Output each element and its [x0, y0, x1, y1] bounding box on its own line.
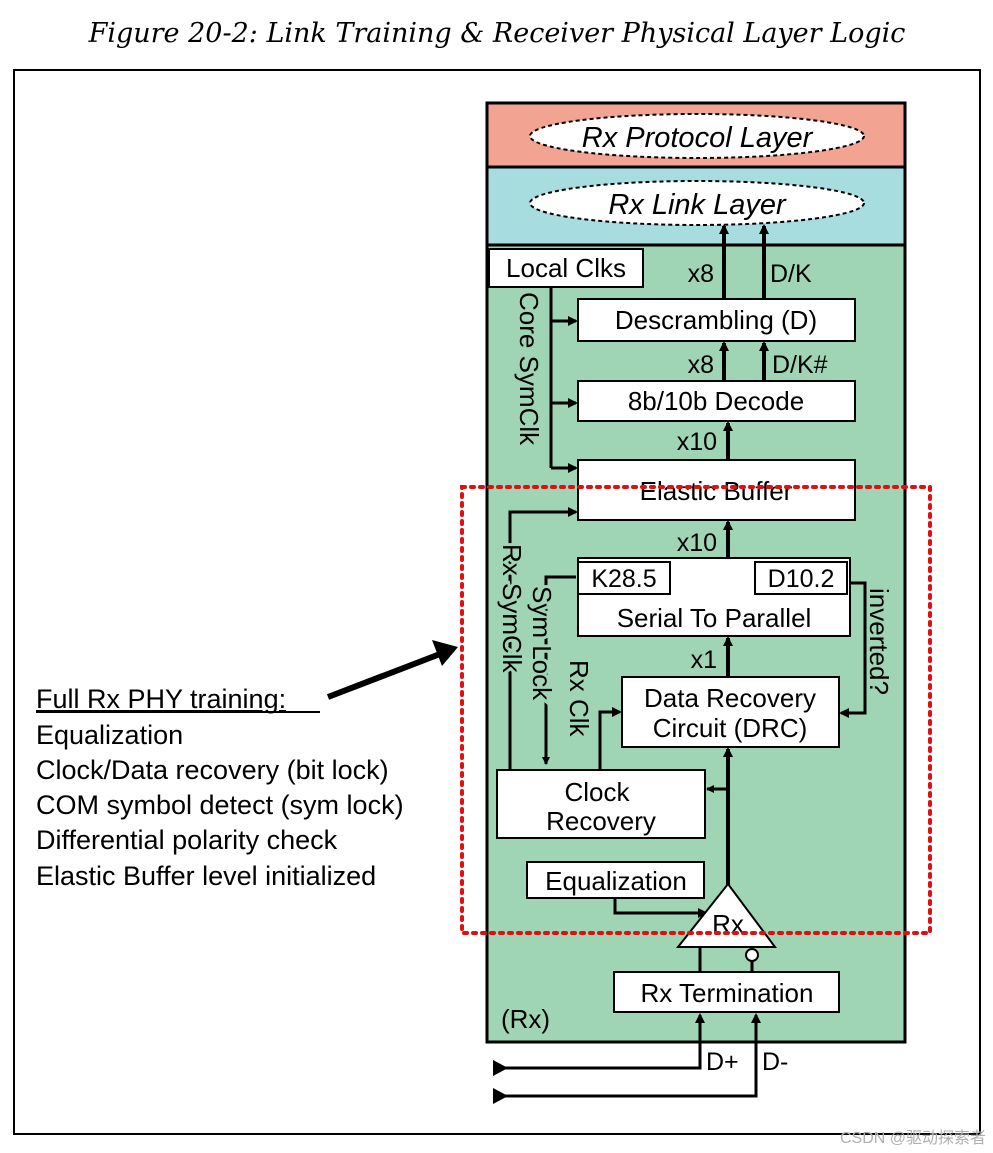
d-minus-label: D-	[762, 1048, 788, 1076]
clock-recovery-label-line2: Recovery	[546, 806, 656, 836]
training-item: COM symbol detect (sym lock)	[36, 790, 404, 820]
x10-a-label: x10	[677, 428, 717, 456]
clock-recovery-box	[496, 769, 706, 839]
drc-label-line1: Data Recovery	[644, 683, 816, 713]
inverted-feedback-line	[839, 581, 867, 718]
watermark: CSDN @驱动探索者	[840, 1129, 986, 1147]
training-pointer-line	[326, 651, 442, 700]
rx-protocol-layer-label: Rx Protocol Layer	[582, 122, 814, 154]
training-pointer-arrowhead	[432, 640, 458, 666]
d102-label: D10.2	[768, 565, 835, 593]
training-boundary	[460, 485, 932, 935]
elastic-buffer-label: Elastic Buffer	[640, 476, 793, 506]
serial-to-parallel-label: Serial To Parallel	[617, 603, 812, 633]
x1-label: x1	[691, 646, 717, 674]
equalization-label: Equalization	[545, 866, 687, 896]
rx-link-layer-label: Rx Link Layer	[608, 189, 787, 221]
sym-lock-line	[542, 575, 576, 765]
equalization-box	[526, 861, 705, 899]
clock-recovery-label-line1: Clock	[564, 777, 630, 807]
local-clks-box	[488, 248, 644, 288]
x8-mid-label: x8	[688, 351, 714, 379]
rx-corner-label: (Rx)	[501, 1004, 550, 1034]
training-item: Elastic Buffer level initialized	[36, 861, 376, 891]
rx-phy-region	[485, 243, 907, 1044]
drc-box	[621, 676, 840, 748]
rx-amplifier-triangle	[675, 882, 777, 948]
rx-termination-box	[613, 971, 840, 1013]
rx-symclk-label: Rx SymClk	[497, 544, 527, 674]
rx-symclk-line	[508, 507, 578, 770]
inverted-label: inverted?	[864, 588, 894, 695]
d102-box	[754, 561, 848, 595]
descrambling-label: Descrambling (D)	[615, 305, 817, 335]
dk-hash-label: D/K#	[772, 351, 828, 379]
training-item: Clock/Data recovery (bit lock)	[36, 755, 389, 785]
x8-top-label: x8	[688, 260, 714, 288]
decode-box	[577, 380, 856, 422]
inverting-input-bubble	[745, 948, 759, 962]
figure-title: Figure 20-2: Link Training & Receiver Ph…	[88, 18, 906, 49]
rx-termination-label: Rx Termination	[641, 978, 814, 1008]
descrambling-box	[577, 298, 856, 342]
d-plus-label: D+	[706, 1048, 739, 1076]
core-symclk-label: Core SymClk	[514, 292, 544, 446]
d-plus-line	[493, 1013, 705, 1070]
training-item: Differential polarity check	[36, 825, 338, 855]
decode-label: 8b/10b Decode	[628, 386, 804, 416]
x10-b-label: x10	[677, 529, 717, 557]
rx-protocol-layer-ellipse	[529, 113, 865, 159]
d-minus-line	[493, 1013, 761, 1098]
rx-link-layer-ellipse	[529, 180, 865, 226]
local-clks-label: Local Clks	[506, 253, 626, 283]
equalization-to-rx-arrow	[613, 898, 708, 918]
rx-clk-line	[598, 707, 622, 770]
k285-label: K28.5	[591, 565, 656, 593]
training-item: Equalization	[36, 720, 183, 750]
drc-label-line2: Circuit (DRC)	[653, 713, 808, 743]
training-heading: Full Rx PHY training:	[36, 684, 286, 714]
sym-lock-label: Sym Lock	[527, 586, 557, 701]
d-plus-input-arrowhead	[493, 1060, 508, 1076]
dk-top-label: D/K	[770, 260, 812, 288]
rx-clk-label: Rx Clk	[564, 660, 594, 738]
elastic-buffer-box	[577, 459, 856, 521]
k285-box	[577, 561, 671, 595]
d-minus-input-arrowhead	[493, 1088, 508, 1104]
